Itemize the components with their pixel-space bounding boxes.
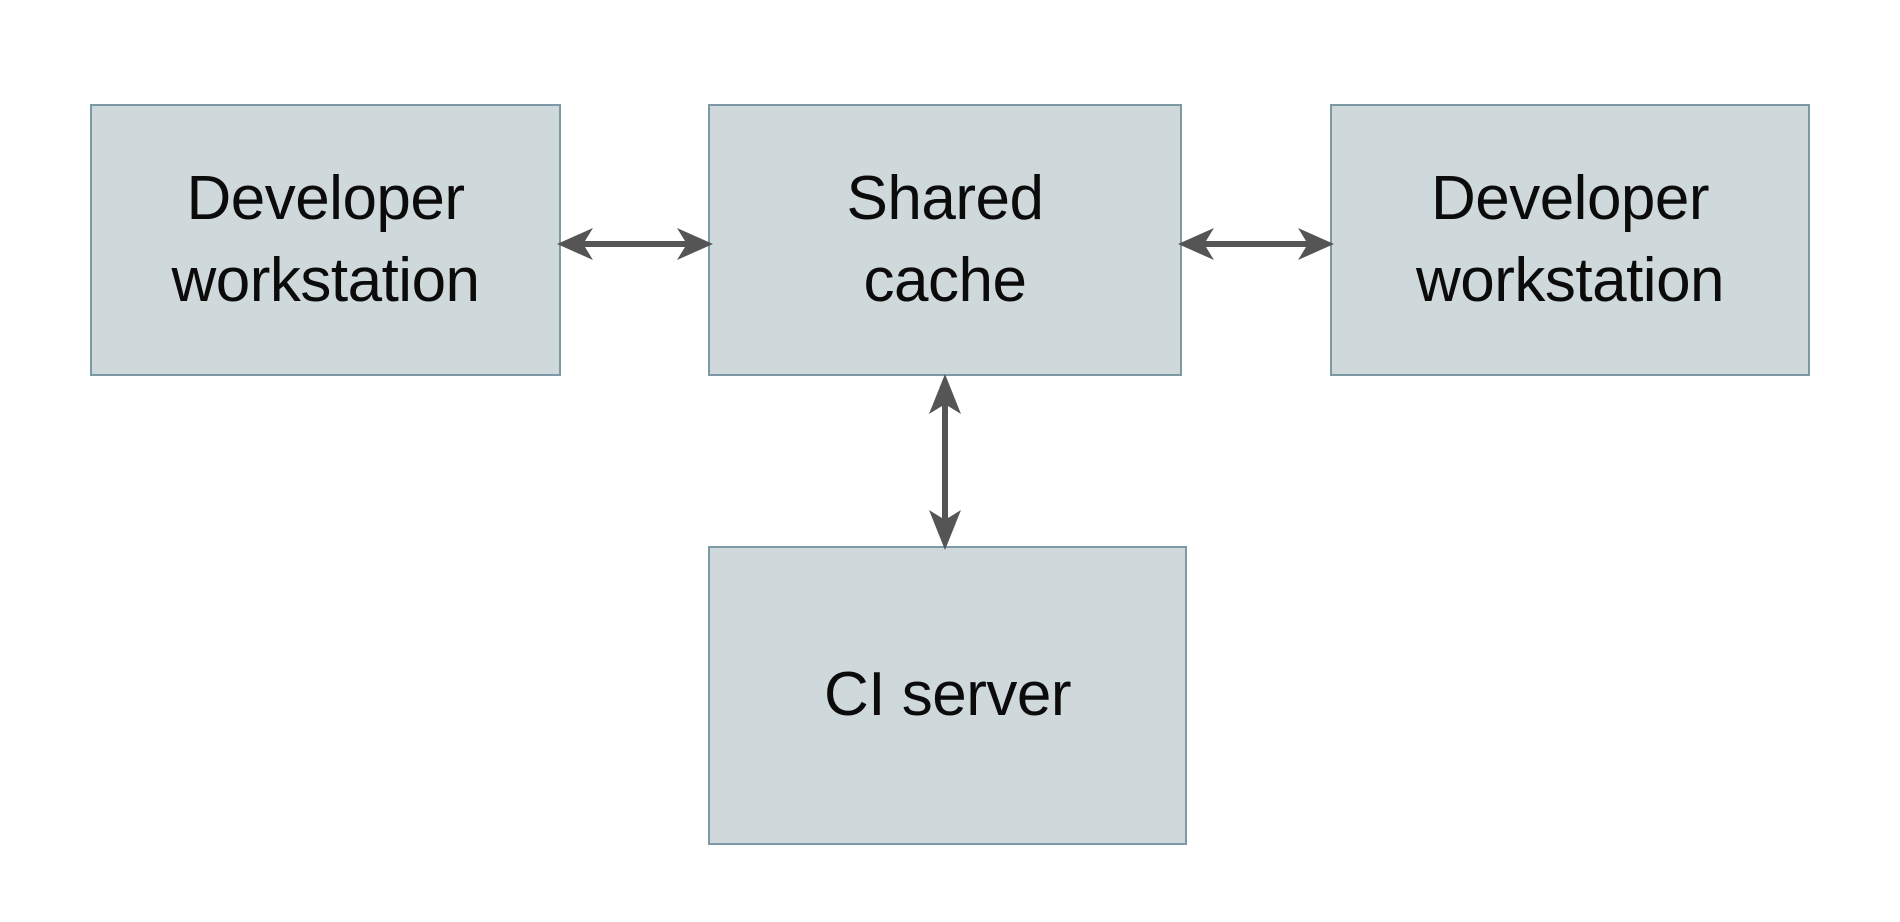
bidirectional-vertical-arrow-icon — [929, 374, 961, 550]
node-ci-server[interactable]: CI server — [708, 546, 1187, 845]
bidirectional-horizontal-arrow-icon — [557, 228, 713, 260]
node-developer-workstation-right[interactable]: Developer workstation — [1330, 104, 1810, 376]
node-developer-workstation-left[interactable]: Developer workstation — [90, 104, 561, 376]
node-label: Shared cache — [846, 163, 1044, 315]
edge-developer-workstation-left-to-shared-cache — [555, 216, 715, 272]
node-label: Developer workstation — [171, 163, 480, 315]
node-label: CI server — [824, 660, 1071, 730]
edge-shared-cache-to-developer-workstation-right — [1176, 216, 1336, 272]
bidirectional-horizontal-arrow-icon — [1178, 228, 1334, 260]
node-shared-cache[interactable]: Shared cache — [708, 104, 1182, 376]
node-label: Developer workstation — [1415, 163, 1725, 315]
edge-shared-cache-to-ci-server — [917, 372, 973, 552]
